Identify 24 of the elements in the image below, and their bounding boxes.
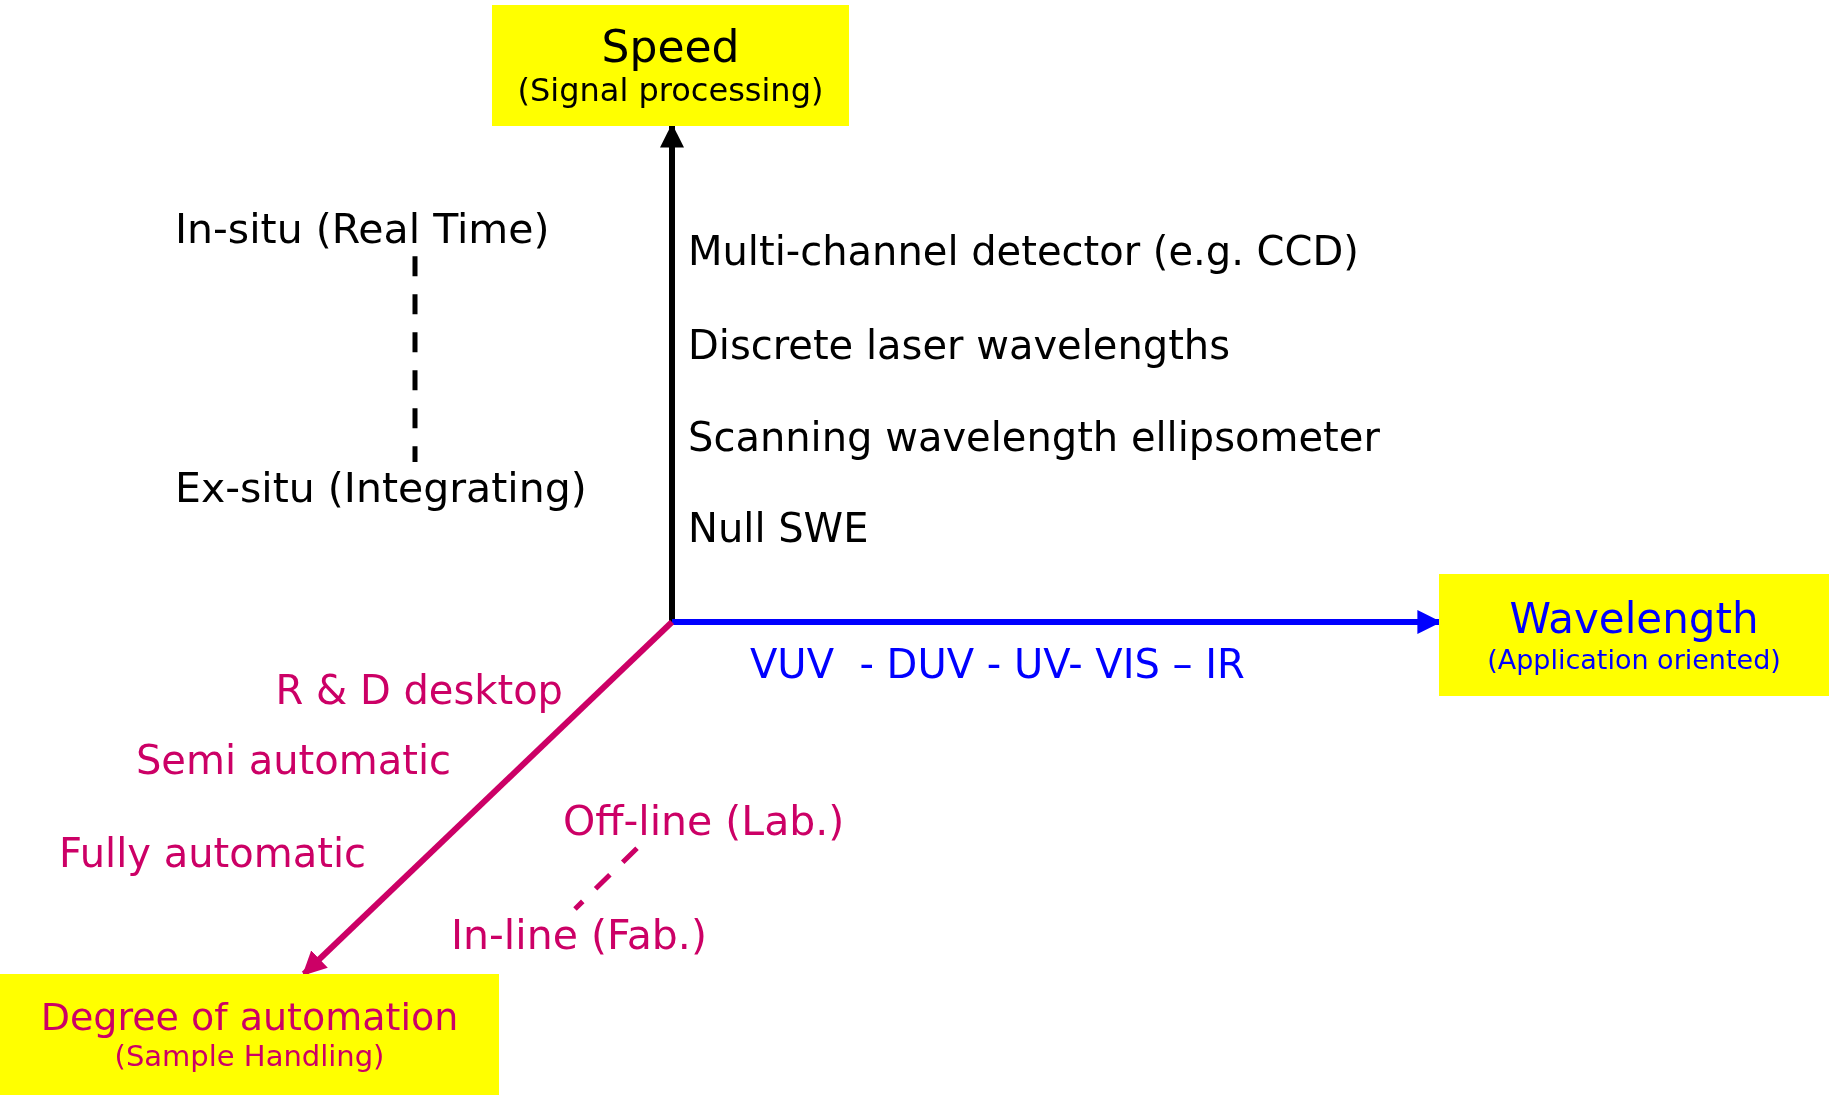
axis-item-label: Scanning wavelength ellipsometer [688,413,1380,461]
scale-end-label: Ex-situ (Integrating) [175,464,587,514]
axis-title: Wavelength [1509,595,1759,644]
axis-title-box [1439,574,1829,696]
dashed-connector [412,256,418,462]
axis-arrow [301,619,675,977]
axis-title: Speed [601,21,740,73]
axis-item-label: VUV - DUV - UV- VIS – IR [750,640,1245,688]
axis-title-box [492,5,849,126]
axis-subtitle: (Sample Handling) [114,1039,385,1073]
axis-item-label: Fully automatic [58,829,366,877]
axis-item-label: R & D desktop [275,666,563,714]
axis-item-label: Multi-channel detector (e.g. CCD) [688,227,1359,275]
axis-item-label: Null SWE [688,504,869,552]
axis-subtitle: (Application oriented) [1487,643,1781,675]
dashed-connector [573,846,639,911]
axis-title: Degree of automation [40,996,459,1040]
axis-title-box [0,974,499,1095]
axis-item-label: Semi automatic [135,736,451,784]
scale-end-label: Off-line (Lab.) [563,797,845,847]
axis-item-label: Discrete laser wavelengths [688,321,1230,369]
scale-end-label: In-situ (Real Time) [175,205,550,255]
scale-end-label: In-line (Fab.) [451,911,707,961]
axis-subtitle: (Signal processing) [517,72,824,110]
